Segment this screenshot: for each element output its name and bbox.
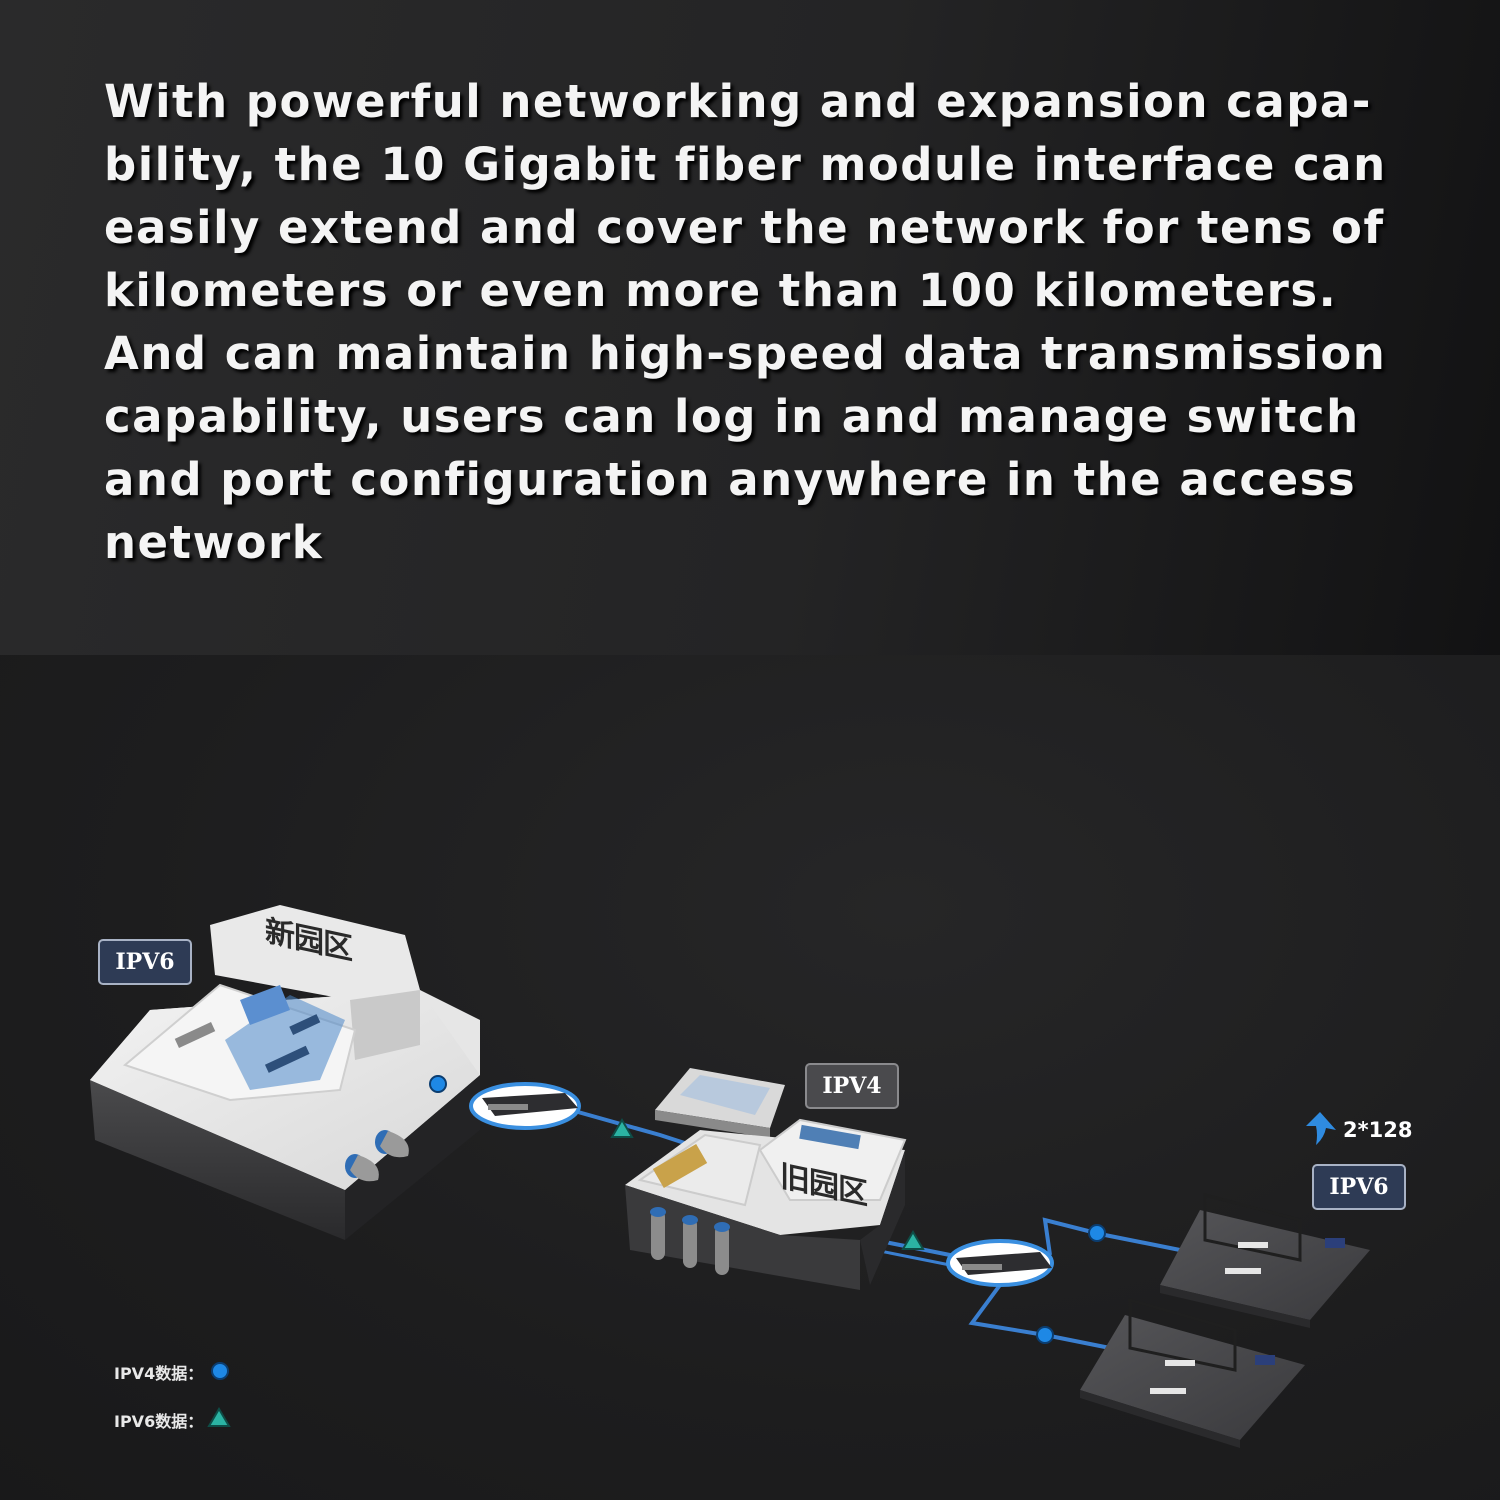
growth-label: 2*128 bbox=[1343, 1118, 1413, 1142]
switch-2 bbox=[946, 1239, 1054, 1287]
new-campus-building bbox=[90, 905, 480, 1240]
old-campus-building bbox=[625, 1068, 907, 1290]
growth-arrow-icon bbox=[1306, 1112, 1336, 1145]
branch-floor-1 bbox=[1160, 1193, 1370, 1328]
headline-text: With powerful networking and expansion c… bbox=[104, 75, 1387, 569]
old-campus-ipv4-tag: IPV4 bbox=[805, 1063, 899, 1109]
legend-ipv6-label: IPV6数据： bbox=[114, 1412, 204, 1431]
ipv4-data-marker bbox=[1088, 1224, 1106, 1242]
new-campus-ipv6-tag: IPV6 bbox=[98, 939, 192, 985]
legend-ipv4-icon bbox=[211, 1362, 229, 1380]
ipv4-data-marker bbox=[1036, 1326, 1054, 1344]
intro-panel: With powerful networking and expansion c… bbox=[0, 0, 1500, 655]
branch-floor-2 bbox=[1080, 1298, 1305, 1448]
legend-ipv4-label: IPV4数据： bbox=[114, 1364, 204, 1383]
ipv4-data-marker bbox=[429, 1075, 447, 1093]
ipv6-data-marker bbox=[610, 1118, 634, 1138]
branch-ipv6-tag: IPV6 bbox=[1312, 1164, 1406, 1210]
link-old-to-switch-b bbox=[874, 1248, 956, 1268]
data-markers bbox=[429, 1075, 1106, 1344]
link-switch-to-branch-1 bbox=[1042, 1217, 1181, 1256]
link-switch-to-branch-2 bbox=[968, 1283, 1111, 1350]
switch-1 bbox=[469, 1082, 581, 1130]
legend-ipv6-icon bbox=[207, 1407, 231, 1427]
ipv6-data-marker bbox=[901, 1230, 925, 1250]
